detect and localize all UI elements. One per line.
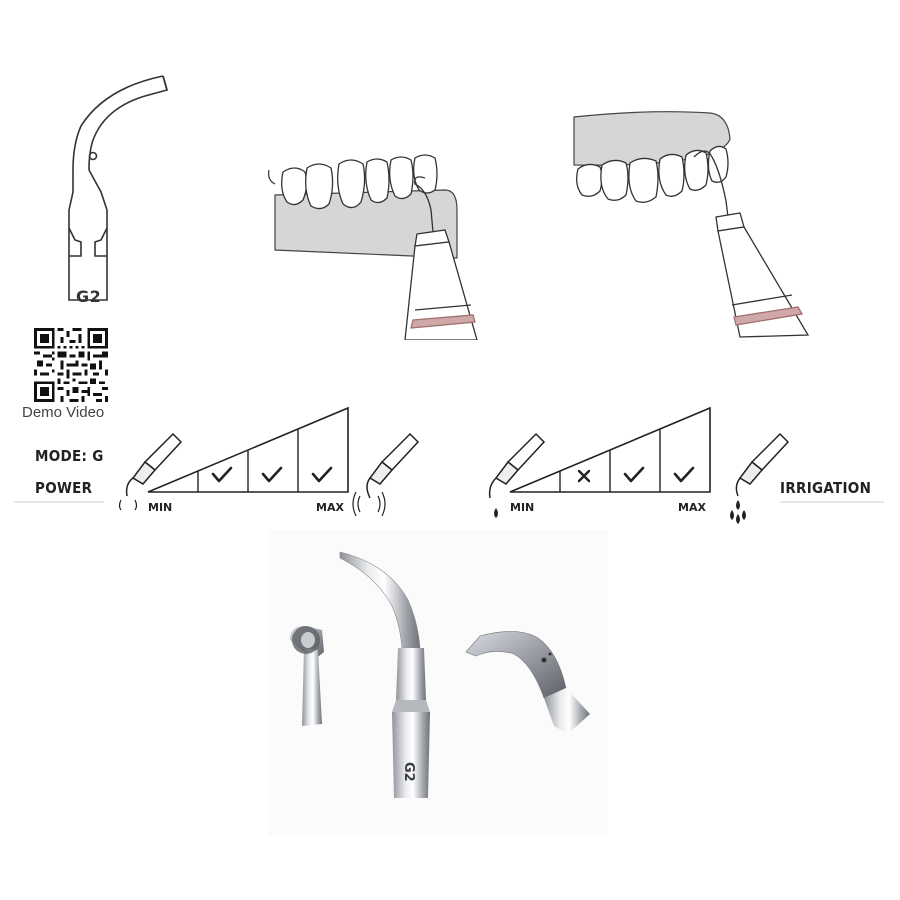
tip-engraving: G2 xyxy=(401,762,416,782)
irrigation-scale-triangle xyxy=(509,406,711,493)
power-level-3-check-mark xyxy=(261,466,283,483)
power-scale-triangle xyxy=(147,406,349,493)
lower-jaw-scaling-illustration xyxy=(268,154,478,340)
irrigation-min-label: MIN xyxy=(510,501,535,514)
power-level-marks xyxy=(211,466,333,483)
power-max-tip-icon xyxy=(352,432,420,517)
irrigation-max-tip-icon xyxy=(730,432,790,524)
power-min-label: MIN xyxy=(148,501,173,514)
power-max-label: MAX xyxy=(316,501,344,514)
qr-code[interactable] xyxy=(34,328,108,402)
irrigation-level-3-check-mark xyxy=(623,466,645,483)
power-label: POWER xyxy=(35,479,93,497)
irrigation-max-label: MAX xyxy=(678,501,706,514)
tip-side-view xyxy=(465,631,590,734)
mode-label: MODE: G xyxy=(35,447,104,465)
irrigation-min-tip-icon xyxy=(488,432,546,518)
power-min-tip-icon xyxy=(118,432,183,511)
tip-model-label: G2 xyxy=(76,287,102,306)
irrigation-level-2-cross-mark xyxy=(577,469,591,483)
power-divider xyxy=(14,501,104,503)
irrigation-divider xyxy=(780,501,884,503)
product-photo: G2 xyxy=(268,530,608,835)
irrigation-label: IRRIGATION xyxy=(780,479,872,497)
power-level-2-check-mark xyxy=(211,466,233,483)
power-level-4-check-mark xyxy=(311,466,333,483)
tip-main-view: G2 xyxy=(339,551,430,798)
demo-video-caption: Demo Video xyxy=(22,404,105,421)
irrigation-level-4-check-mark xyxy=(673,466,695,483)
upper-jaw-scaling-illustration xyxy=(573,111,810,338)
tip-front-view xyxy=(290,626,324,726)
irrigation-level-marks xyxy=(577,466,695,483)
g2-tip-drawing xyxy=(68,75,168,301)
